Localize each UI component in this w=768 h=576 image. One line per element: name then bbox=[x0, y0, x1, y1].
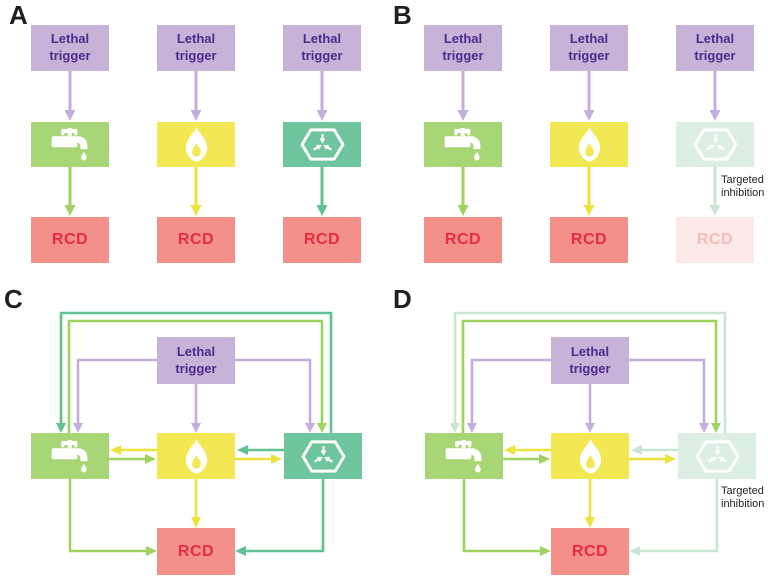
yellow-pathway-box bbox=[550, 122, 628, 167]
inhibited-pathway-box bbox=[678, 433, 756, 479]
green-pathway-box bbox=[424, 122, 502, 167]
lethal-trigger-text: Lethal trigger bbox=[442, 31, 484, 63]
faucet-icon bbox=[49, 440, 91, 473]
flame-icon bbox=[182, 439, 211, 474]
lethal-trigger-text: Lethal trigger bbox=[49, 31, 91, 63]
arrow-yellow-to-inhibited bbox=[629, 454, 676, 464]
flame-icon bbox=[182, 127, 211, 162]
green-pathway-box bbox=[425, 433, 503, 479]
teal-pathway-box bbox=[284, 433, 362, 479]
rcd-box: RCD bbox=[550, 217, 628, 263]
hexagon-arrows-icon bbox=[300, 438, 347, 475]
arrow-inhibited-to-yellow bbox=[631, 445, 678, 455]
lethal-trigger-box: Lethal trigger bbox=[157, 25, 235, 71]
flame-icon bbox=[576, 439, 605, 474]
rcd-box-faded: RCD bbox=[676, 217, 754, 263]
arrow-green-to-rcd bbox=[462, 479, 551, 556]
lethal-trigger-text: Lethal trigger bbox=[694, 31, 736, 63]
panel-d-label: D bbox=[393, 284, 412, 314]
arrow-yellow-to-rcd bbox=[585, 479, 595, 528]
arrow-yellow-to-rcd bbox=[191, 479, 201, 528]
arrow-trigger-down bbox=[457, 71, 721, 121]
rcd-box: RCD bbox=[157, 528, 235, 575]
lethal-trigger-box: Lethal trigger bbox=[31, 25, 109, 71]
arrow-green-to-yellow bbox=[109, 454, 156, 464]
arrow-inhibited-to-rcd bbox=[629, 479, 719, 556]
panel-a-label: A bbox=[9, 0, 28, 30]
panel-b-label: B bbox=[393, 0, 412, 30]
lethal-trigger-box: Lethal trigger bbox=[157, 337, 235, 384]
faucet-icon bbox=[443, 440, 485, 473]
rcd-box: RCD bbox=[283, 217, 361, 263]
targeted-inhibition-label: Targeted inhibition bbox=[721, 174, 765, 200]
arrow-trigger-down bbox=[64, 71, 328, 121]
hexagon-arrows-icon bbox=[694, 438, 741, 475]
arrow-teal-to-rcd bbox=[235, 479, 325, 556]
hexagon-arrows-icon bbox=[299, 126, 346, 163]
lethal-trigger-box: Lethal trigger bbox=[551, 337, 629, 384]
green-pathway-box bbox=[31, 122, 109, 167]
rcd-box: RCD bbox=[157, 217, 235, 263]
rcd-box: RCD bbox=[31, 217, 109, 263]
arrow-yellow-to-green bbox=[504, 445, 551, 455]
hexagon-arrows-icon bbox=[692, 126, 739, 163]
teal-pathway-box bbox=[283, 122, 361, 167]
arrow-trigger-to-yellow bbox=[585, 384, 595, 433]
lethal-trigger-text: Lethal trigger bbox=[301, 31, 343, 63]
green-pathway-box bbox=[31, 433, 109, 479]
yellow-pathway-box bbox=[551, 433, 629, 479]
arrow-trigger-to-teal bbox=[235, 358, 315, 433]
rcd-box: RCD bbox=[424, 217, 502, 263]
lethal-trigger-text: Lethal trigger bbox=[569, 343, 611, 376]
targeted-inhibition-label: Targeted inhibition bbox=[721, 485, 765, 511]
arrow-green-to-yellow bbox=[503, 454, 550, 464]
arrow-pathway-to-rcd bbox=[64, 167, 328, 216]
arrow-pathway-to-rcd bbox=[457, 167, 721, 216]
arrow-yellow-to-green bbox=[110, 445, 157, 455]
lethal-trigger-text: Lethal trigger bbox=[175, 343, 217, 376]
panel-c-label: C bbox=[4, 284, 23, 314]
faucet-icon bbox=[49, 128, 91, 161]
faucet-icon bbox=[442, 128, 484, 161]
lethal-trigger-box: Lethal trigger bbox=[424, 25, 502, 71]
rcd-box: RCD bbox=[551, 528, 629, 575]
lethal-trigger-text: Lethal trigger bbox=[175, 31, 217, 63]
lethal-trigger-text: Lethal trigger bbox=[568, 31, 610, 63]
yellow-pathway-box bbox=[157, 122, 235, 167]
lethal-trigger-box: Lethal trigger bbox=[550, 25, 628, 71]
lethal-trigger-box: Lethal trigger bbox=[283, 25, 361, 71]
arrow-trigger-to-inhibited bbox=[629, 358, 709, 433]
yellow-pathway-box bbox=[157, 433, 235, 479]
arrow-trigger-to-green bbox=[73, 358, 157, 433]
arrow-trigger-to-yellow bbox=[191, 384, 201, 433]
flame-icon bbox=[575, 127, 604, 162]
arrow-green-to-rcd bbox=[68, 479, 157, 556]
lethal-trigger-box: Lethal trigger bbox=[676, 25, 754, 71]
inhibited-pathway-box bbox=[676, 122, 754, 167]
arrow-trigger-to-green bbox=[467, 358, 551, 433]
arrow-teal-to-yellow bbox=[237, 445, 284, 455]
arrow-yellow-to-teal bbox=[235, 454, 282, 464]
